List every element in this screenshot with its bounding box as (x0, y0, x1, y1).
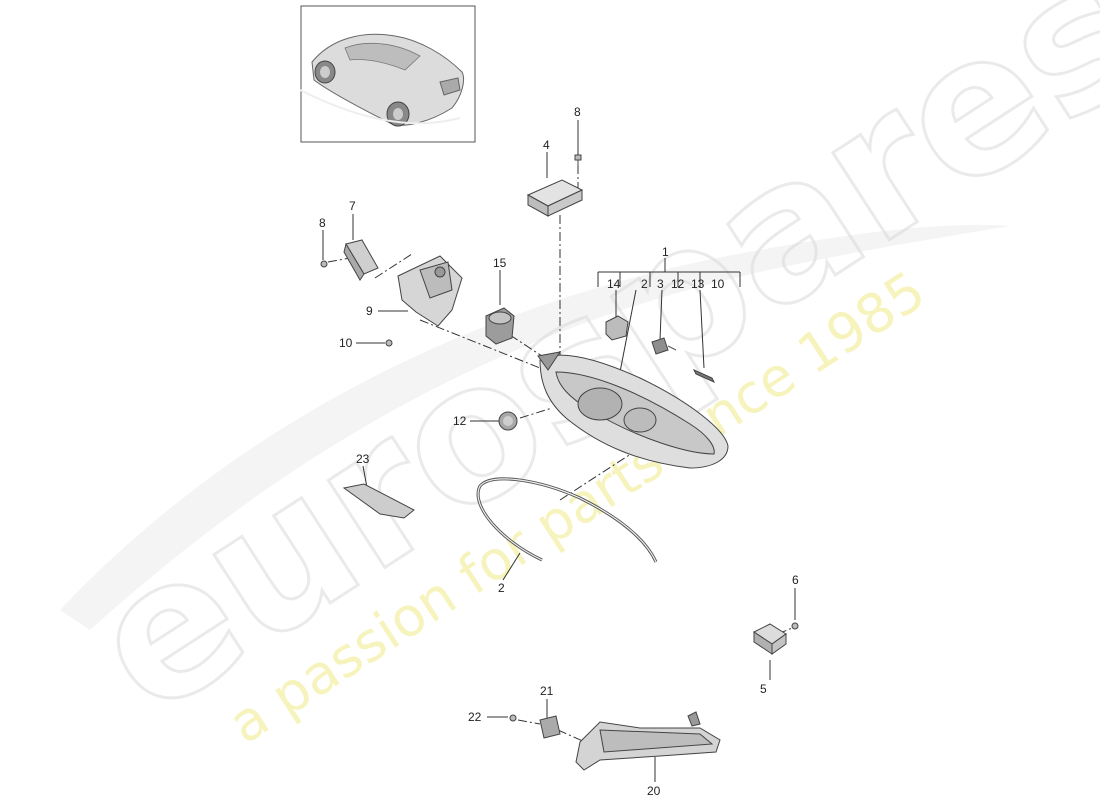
callout-22[interactable]: 22 (468, 710, 482, 724)
callout-9[interactable]: 9 (366, 304, 373, 318)
callout-7[interactable]: 7 (349, 199, 356, 213)
bracket-icon[interactable] (397, 255, 463, 327)
callout-15[interactable]: 15 (493, 256, 507, 270)
car-thumbnail-icon (299, 33, 465, 127)
reflector-icon[interactable] (342, 483, 415, 519)
callout-2-lower[interactable]: 2 (498, 581, 505, 595)
seal-trim-icon[interactable] (476, 477, 658, 563)
callout-1[interactable]: 1 (662, 245, 669, 259)
cover-cap-icon[interactable] (485, 307, 515, 345)
callout-5[interactable]: 5 (760, 682, 767, 696)
side-light-icon[interactable] (575, 711, 721, 771)
callout-1-bracket (597, 258, 741, 287)
callout-20[interactable]: 20 (647, 784, 661, 798)
control-module-icon[interactable] (753, 623, 787, 655)
gasket-icon[interactable] (692, 368, 716, 384)
callout-8-top[interactable]: 8 (574, 105, 581, 119)
callout-2-upper[interactable]: 2 (641, 277, 648, 291)
callout-6[interactable]: 6 (792, 573, 799, 587)
screw-icon[interactable] (385, 339, 393, 347)
callout-10-upper[interactable]: 10 (711, 277, 725, 291)
callout-14[interactable]: 14 (607, 277, 621, 291)
headlamp-icon[interactable] (537, 351, 729, 469)
callout-10-left[interactable]: 10 (339, 336, 353, 350)
bulb-cap-icon[interactable] (605, 315, 629, 341)
leader-lines (322, 120, 796, 782)
callout-8-left[interactable]: 8 (319, 216, 326, 230)
module-icon[interactable] (343, 239, 379, 281)
parts (320, 154, 799, 771)
bulb-socket-icon[interactable] (539, 715, 561, 739)
screw-icon[interactable] (574, 154, 582, 166)
callout-23[interactable]: 23 (356, 452, 370, 466)
callout-labels: 1 14 2 3 12 13 10 8 4 7 8 15 9 10 12 23 … (319, 105, 799, 798)
callout-4[interactable]: 4 (543, 138, 550, 152)
screw-icon[interactable] (509, 714, 517, 722)
callout-21[interactable]: 21 (540, 684, 554, 698)
car-thumbnail[interactable] (299, 5, 476, 143)
callout-13[interactable]: 13 (691, 277, 705, 291)
cap-icon[interactable] (498, 411, 518, 431)
callout-12-upper[interactable]: 12 (671, 277, 685, 291)
callout-3[interactable]: 3 (657, 277, 664, 291)
screw-icon[interactable] (320, 260, 328, 268)
callout-12-left[interactable]: 12 (453, 414, 467, 428)
screw-icon[interactable] (791, 622, 799, 630)
bulb-icon[interactable] (651, 337, 677, 355)
control-unit-icon[interactable] (526, 179, 584, 217)
